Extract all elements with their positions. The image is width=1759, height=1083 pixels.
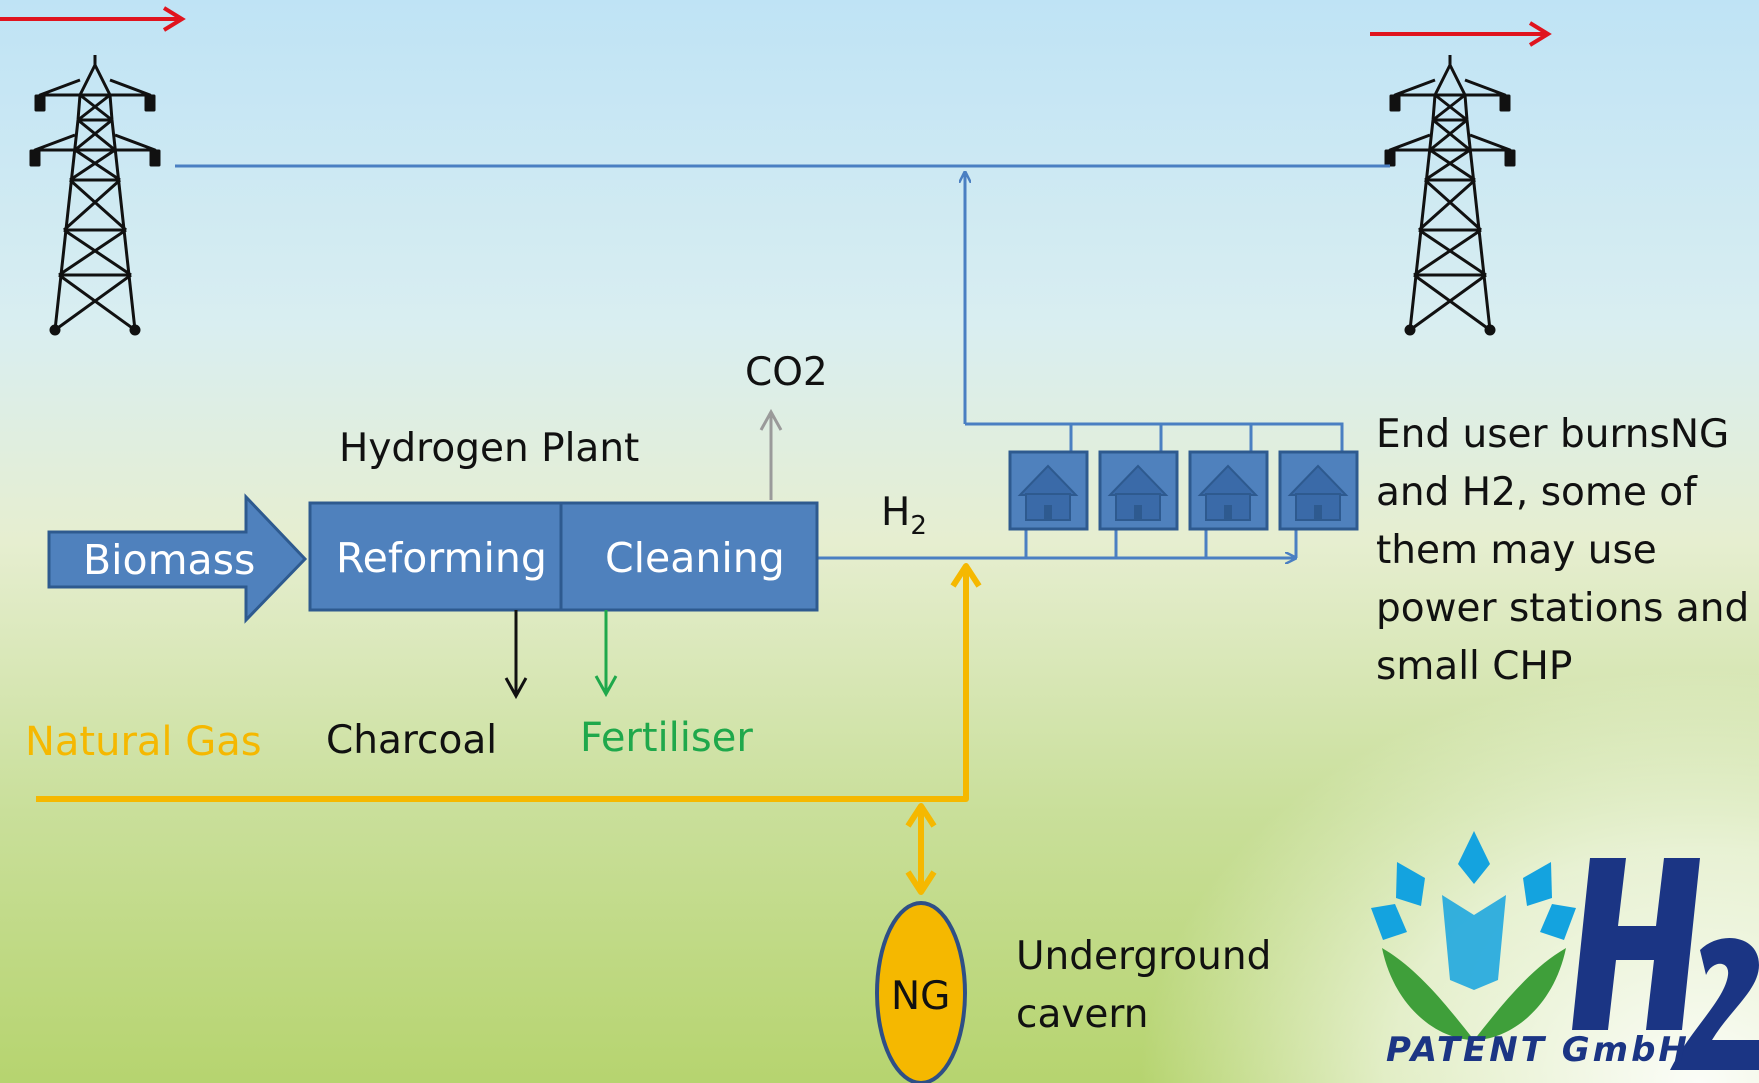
biomass-arrow bbox=[47, 493, 308, 624]
pylon-icon-left bbox=[29, 55, 161, 336]
cleaning-box bbox=[559, 501, 819, 612]
h2-label: H2 bbox=[881, 490, 927, 541]
end-user-line: and H2, some of bbox=[1376, 470, 1697, 515]
co2-label: CO2 bbox=[745, 350, 828, 395]
biomass-label: Biomass bbox=[83, 536, 256, 584]
end-user-line: power stations and bbox=[1376, 586, 1750, 631]
ng-cavern bbox=[875, 901, 967, 1083]
co2-arrow bbox=[759, 408, 783, 500]
logo-company-name: PATENT GmbH bbox=[1386, 1030, 1690, 1070]
power-out-arrow bbox=[1370, 21, 1552, 47]
end-user-description: End user burnsNG and H2, some of them ma… bbox=[1376, 406, 1749, 696]
underground-label-line2: cavern bbox=[1016, 992, 1149, 1037]
house-icon-1 bbox=[1008, 450, 1089, 531]
house-icon-3 bbox=[1188, 450, 1269, 531]
end-user-line: small CHP bbox=[1376, 644, 1573, 689]
fertiliser-label: Fertiliser bbox=[580, 715, 753, 761]
end-user-line: them may use bbox=[1376, 528, 1657, 573]
pylon-icon-right bbox=[1384, 55, 1516, 336]
end-user-line: End user burnsNG bbox=[1376, 412, 1730, 457]
house-drop-lines bbox=[1024, 530, 1298, 558]
power-in-arrow bbox=[0, 6, 186, 32]
ng-label: NG bbox=[891, 974, 951, 1019]
h2-patent-logo bbox=[1371, 831, 1759, 1070]
fertiliser-arrow bbox=[594, 610, 618, 698]
reforming-label: Reforming bbox=[336, 534, 547, 582]
underground-label-line1: Underground bbox=[1016, 934, 1272, 979]
house-icon-2 bbox=[1098, 450, 1179, 531]
charcoal-arrow bbox=[504, 610, 528, 700]
charcoal-label: Charcoal bbox=[326, 718, 498, 763]
house-collector-line bbox=[965, 422, 1344, 455]
house-icon-4 bbox=[1278, 450, 1359, 531]
natural-gas-label: Natural Gas bbox=[25, 719, 262, 765]
hydrogen-plant-label: Hydrogen Plant bbox=[339, 426, 640, 471]
reforming-box bbox=[308, 501, 563, 612]
cleaning-label: Cleaning bbox=[605, 534, 785, 582]
natural-gas-pipeline bbox=[36, 563, 982, 895]
